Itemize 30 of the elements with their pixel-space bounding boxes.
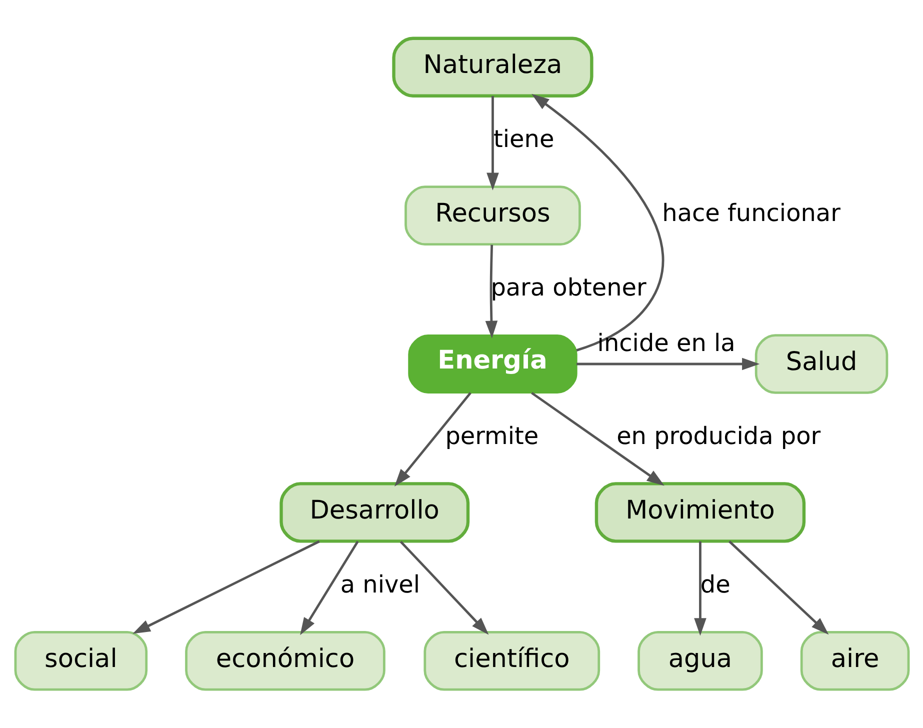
edge-label: hace funcionar <box>662 199 840 228</box>
arrow <box>530 392 664 486</box>
node-box: Desarrollo <box>279 482 470 543</box>
node-box: Salud <box>754 334 888 394</box>
arrow <box>484 244 498 338</box>
arrow <box>694 541 706 636</box>
arrow <box>394 392 471 486</box>
arrow <box>486 96 498 190</box>
edge-label: a nivel <box>340 570 420 598</box>
edge-label: permite <box>444 422 538 450</box>
node-box: agua <box>637 630 762 691</box>
node-box: Energía <box>408 334 577 394</box>
node-box: Movimiento <box>594 482 806 543</box>
arrow <box>132 540 320 634</box>
arrow <box>531 94 664 352</box>
edge-label: incide en la <box>596 329 735 358</box>
arrow <box>300 540 358 636</box>
arrow <box>728 540 828 635</box>
edge-label: para obtener <box>490 273 646 302</box>
edge-label: de <box>700 570 730 598</box>
node-box: económico <box>184 630 385 691</box>
arrow <box>399 540 488 635</box>
node-box: social <box>14 630 148 691</box>
edge-label: en producida por <box>616 422 820 450</box>
arrow <box>576 358 760 370</box>
node-box: científico <box>423 630 600 691</box>
node-box: Naturaleza <box>392 36 593 98</box>
node-box: Recursos <box>404 186 580 246</box>
edge-label: tiene <box>493 124 554 153</box>
node-box: aire <box>800 630 910 691</box>
